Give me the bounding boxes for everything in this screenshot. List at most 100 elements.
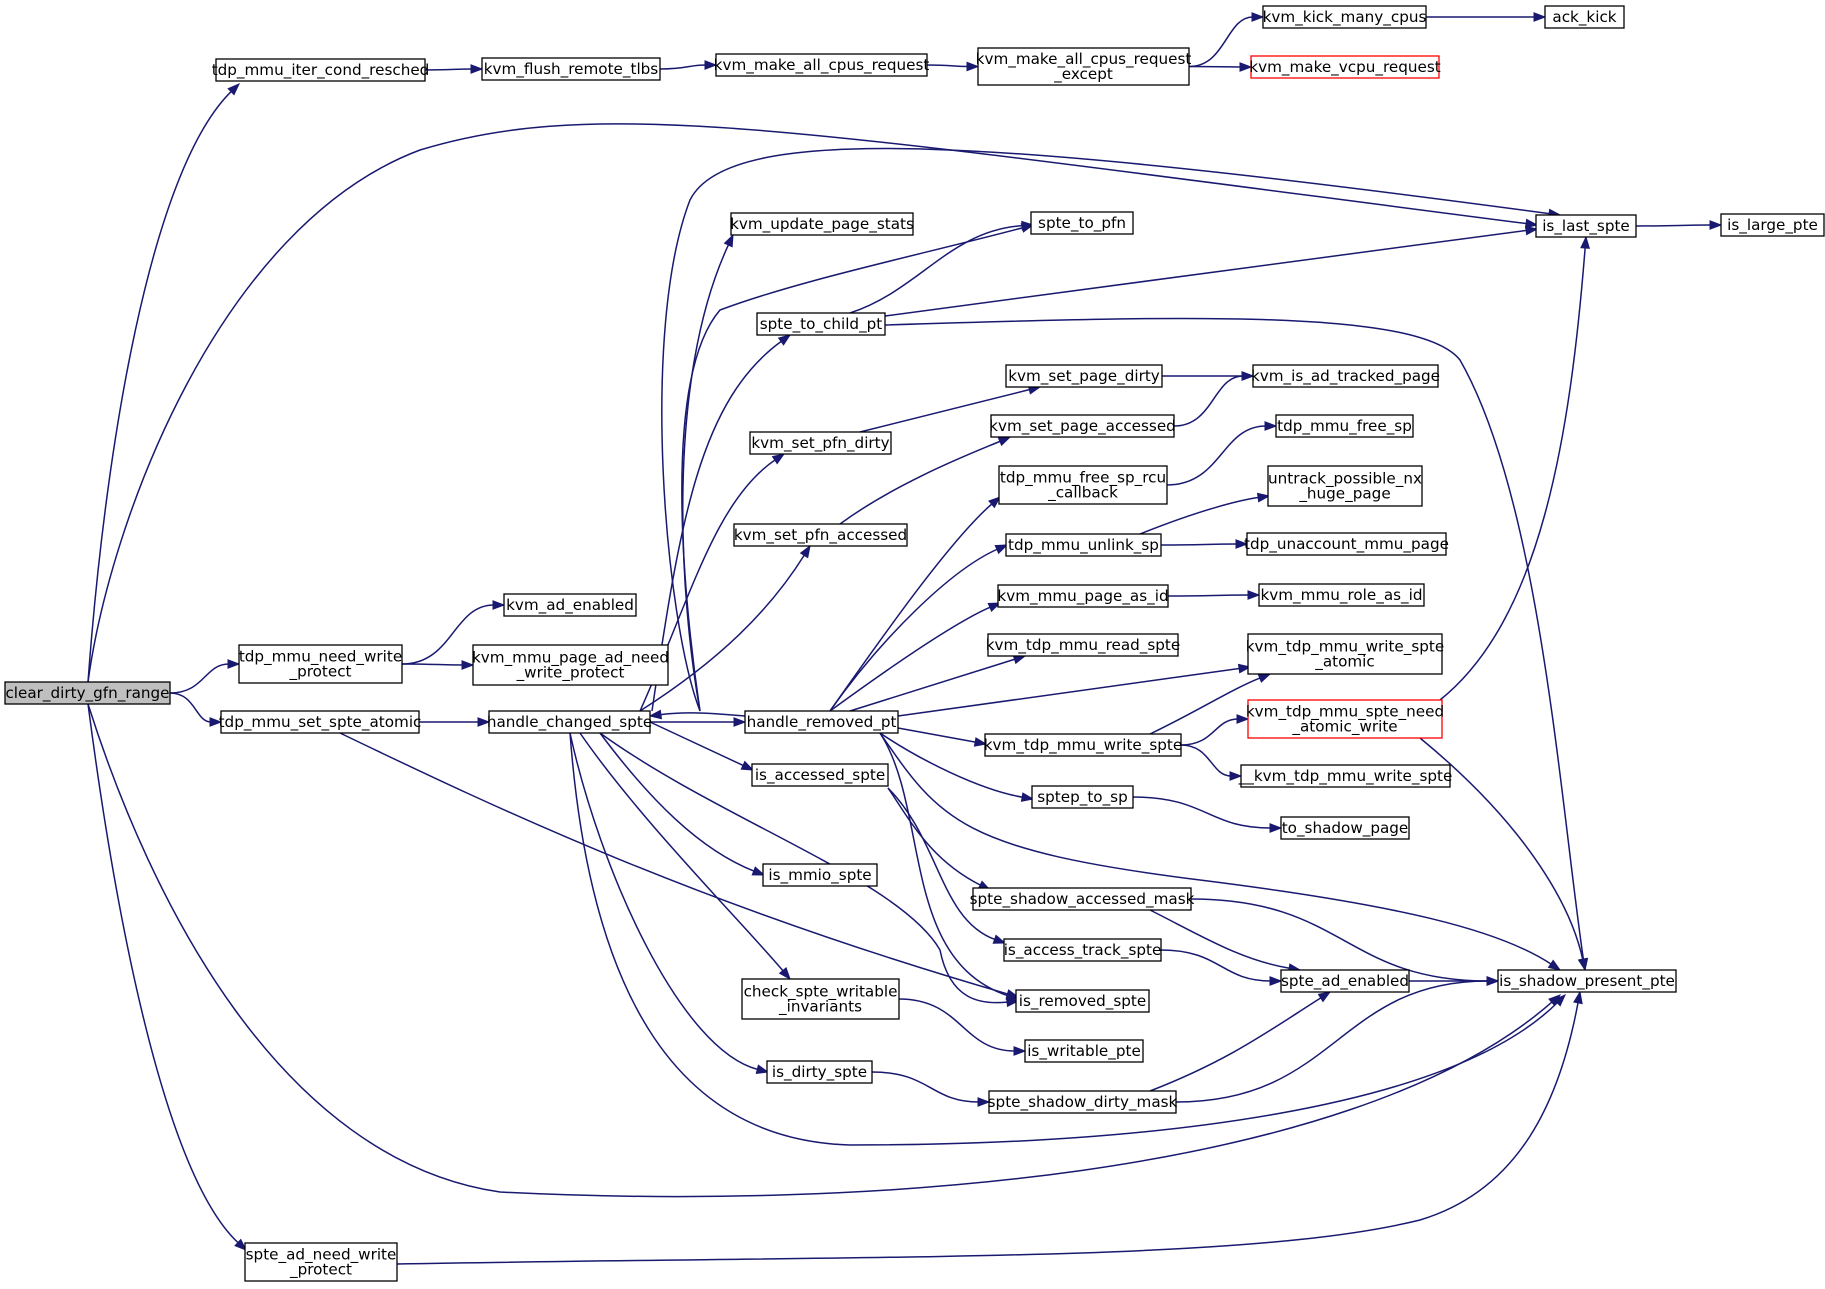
- node-kvm-mmu-role-as-id[interactable]: kvm_mmu_role_as_id: [1258, 583, 1425, 607]
- edge-spte_ad_need_write_protect-to-is_shadow_present_pte: [396, 990, 1583, 1265]
- node-label: is_shadow_present_pte: [1499, 972, 1675, 991]
- node-tdp-mmu-unlink-sp[interactable]: tdp_mmu_unlink_sp: [1005, 533, 1162, 557]
- edge-spte_shadow_dirty_mask-to-spte_ad_enabled: [1149, 991, 1332, 1092]
- node---kvm-tdp-mmu-write-spte[interactable]: __kvm_tdp_mmu_write_spte: [1238, 764, 1453, 788]
- node-label: sptep_to_sp: [1037, 788, 1127, 807]
- node-handle-changed-spte[interactable]: handle_changed_spte: [487, 710, 652, 734]
- edge-kvm_tdp_mmu_write_spte-to-__kvm_tdp_mmu_write_spte: [1180, 744, 1243, 781]
- edge-check_spte_writable_invariants-to-is_writable_pte: [898, 998, 1027, 1056]
- edge-kvm_make_all_cpus_request_except-to-kvm_make_vcpu_request: [1188, 62, 1253, 72]
- node-handle-removed-pt[interactable]: handle_removed_pt: [744, 710, 899, 734]
- edge-handle_removed_pt-to-tdp_mmu_free_sp_rcu_callback: [829, 496, 1002, 712]
- node-kvm-update-page-stats[interactable]: kvm_update_page_stats: [730, 212, 914, 236]
- node-label: is_last_spte: [1542, 217, 1630, 236]
- node-label: __kvm_tdp_mmu_write_spte: [1238, 767, 1453, 786]
- node-ack-kick[interactable]: ack_kick: [1544, 5, 1625, 29]
- node-label: kvm_set_pfn_accessed: [734, 526, 907, 545]
- node-check-spte-writable-invariants[interactable]: check_spte_writable_invariants: [741, 978, 900, 1020]
- node-kvm-flush-remote-tlbs[interactable]: kvm_flush_remote_tlbs: [481, 57, 661, 81]
- edge-clear_dirty_gfn_range-to-tdp_mmu_set_spte_atomic: [169, 692, 223, 727]
- edge-kvm_tdp_mmu_spte_need_atomic_write-to-is_shadow_present_pte: [1419, 737, 1588, 972]
- node-kvm-set-pfn-dirty[interactable]: kvm_set_pfn_dirty: [749, 431, 892, 455]
- node-is-last-spte[interactable]: is_last_spte: [1535, 214, 1637, 238]
- node-label: _huge_page: [1298, 485, 1390, 504]
- node-tdp-mmu-free-sp[interactable]: tdp_mmu_free_sp: [1275, 414, 1414, 438]
- node-is-access-track-spte[interactable]: is_access_track_spte: [1003, 938, 1162, 962]
- node-clear-dirty-gfn-range[interactable]: clear_dirty_gfn_range: [4, 681, 171, 705]
- node-label: tdp_mmu_free_sp_rcu: [1000, 469, 1166, 488]
- edge-handle_changed_spte-to-handle_removed_pt: [650, 717, 747, 727]
- node-spte-ad-need-write-protect[interactable]: spte_ad_need_write_protect: [244, 1242, 398, 1282]
- edge-handle_removed_pt-to-kvm_tdp_mmu_write_spte_atomic: [897, 663, 1252, 717]
- node-label: kvm_make_all_cpus_request: [714, 56, 930, 75]
- edge-handle_changed_spte-to-is_accessed_spte: [649, 721, 755, 771]
- edge-is_accessed_spte-to-spte_shadow_accessed_mask: [887, 787, 992, 891]
- node-spte-shadow-dirty-mask[interactable]: spte_shadow_dirty_mask: [988, 1090, 1178, 1114]
- node-is-removed-spte[interactable]: is_removed_spte: [1015, 989, 1150, 1013]
- node-kvm-ad-enabled[interactable]: kvm_ad_enabled: [503, 593, 637, 617]
- edge-handle_changed_spte-to-kvm_update_page_stats: [682, 233, 734, 712]
- node-label: kvm_flush_remote_tlbs: [484, 60, 659, 79]
- node-is-writable-pte[interactable]: is_writable_pte: [1024, 1039, 1144, 1063]
- node-kvm-tdp-mmu-read-spte[interactable]: kvm_tdp_mmu_read_spte: [986, 633, 1180, 657]
- edge-handle_changed_spte-to-is_dirty_spte: [569, 732, 770, 1074]
- node-spte-ad-enabled[interactable]: spte_ad_enabled: [1280, 969, 1410, 993]
- node-label: spte_shadow_accessed_mask: [970, 890, 1195, 909]
- node-is-mmio-spte[interactable]: is_mmio_spte: [762, 863, 878, 887]
- node-tdp-mmu-free-sp-rcu-callback[interactable]: tdp_mmu_free_sp_rcu_callback: [998, 465, 1168, 505]
- node-kvm-tdp-mmu-write-spte-atomic[interactable]: kvm_tdp_mmu_write_spte_atomic: [1246, 633, 1444, 675]
- node-label: kvm_set_page_dirty: [1008, 367, 1160, 386]
- node-kvm-mmu-page-as-id[interactable]: kvm_mmu_page_as_id: [997, 584, 1169, 608]
- node-label: kvm_mmu_page_ad_need: [472, 649, 669, 668]
- node-spte-to-pfn[interactable]: spte_to_pfn: [1030, 211, 1134, 235]
- node-tdp-unaccount-mmu-page[interactable]: tdp_unaccount_mmu_page: [1244, 532, 1449, 556]
- node-sptep-to-sp[interactable]: sptep_to_sp: [1031, 785, 1134, 809]
- edge-clear_dirty_gfn_range-to-tdp_mmu_iter_cond_resched: [87, 83, 241, 683]
- edge-spte_shadow_dirty_mask-to-is_shadow_present_pte: [1175, 976, 1500, 1103]
- edge-kvm_set_page_accessed-to-kvm_is_ad_tracked_page: [1173, 371, 1255, 427]
- node-label: spte_shadow_dirty_mask: [988, 1093, 1178, 1112]
- edge-tdp_mmu_unlink_sp-to-tdp_unaccount_mmu_page: [1160, 539, 1249, 549]
- node-label: kvm_update_page_stats: [730, 215, 914, 234]
- node-spte-shadow-accessed-mask[interactable]: spte_shadow_accessed_mask: [970, 887, 1195, 911]
- node-kvm-mmu-page-ad-need-write-protect[interactable]: kvm_mmu_page_ad_need_write_protect: [472, 644, 669, 686]
- node-tdp-mmu-iter-cond-resched[interactable]: tdp_mmu_iter_cond_resched: [212, 58, 430, 82]
- node-kvm-make-vcpu-request[interactable]: kvm_make_vcpu_request: [1249, 55, 1441, 79]
- node-kvm-tdp-mmu-write-spte[interactable]: kvm_tdp_mmu_write_spte: [984, 733, 1182, 757]
- node-label: spte_to_pfn: [1038, 214, 1126, 233]
- node-tdp-mmu-set-spte-atomic[interactable]: tdp_mmu_set_spte_atomic: [219, 710, 422, 734]
- edge-handle_removed_pt-to-is_shadow_present_pte: [879, 732, 1562, 971]
- edge-spte_to_child_pt-to-spte_to_pfn: [849, 220, 1035, 314]
- node-kvm-make-all-cpus-request-except[interactable]: kvm_make_all_cpus_request_except: [976, 47, 1192, 86]
- node-kvm-tdp-mmu-spte-need-atomic-write[interactable]: kvm_tdp_mmu_spte_need_atomic_write: [1246, 699, 1444, 739]
- edge-kvm_tdp_mmu_spte_need_atomic_write-to-is_last_spte: [1439, 235, 1591, 701]
- node-is-dirty-spte[interactable]: is_dirty_spte: [766, 1060, 873, 1084]
- node-is-accessed-spte[interactable]: is_accessed_spte: [751, 763, 889, 787]
- node-is-shadow-present-pte[interactable]: is_shadow_present_pte: [1497, 969, 1677, 993]
- edge-handle_changed_spte-to-spte_to_pfn: [681, 223, 1035, 712]
- node-kvm-set-page-accessed[interactable]: kvm_set_page_accessed: [989, 414, 1176, 438]
- node-kvm-is-ad-tracked-page[interactable]: kvm_is_ad_tracked_page: [1251, 364, 1440, 388]
- edge-clear_dirty_gfn_range-to-tdp_mmu_need_write_protect: [169, 659, 241, 694]
- node-tdp-mmu-need-write-protect[interactable]: tdp_mmu_need_write_protect: [238, 644, 403, 684]
- node-label: _atomic_write: [1291, 718, 1397, 737]
- node-kvm-set-pfn-accessed[interactable]: kvm_set_pfn_accessed: [733, 523, 908, 547]
- node-label: spte_to_child_pt: [760, 315, 883, 334]
- edge-kvm_tdp_mmu_write_spte-to-kvm_tdp_mmu_spte_need_atomic_write: [1180, 714, 1250, 746]
- edge-handle_removed_pt-to-kvm_mmu_page_as_id: [829, 602, 1002, 712]
- node-label: is_mmio_spte: [768, 866, 871, 885]
- node-untrack-possible-nx-huge-page[interactable]: untrack_possible_nx_huge_page: [1267, 465, 1423, 507]
- node-label: kvm_is_ad_tracked_page: [1251, 367, 1440, 386]
- node-label: kvm_tdp_mmu_read_spte: [986, 636, 1180, 655]
- edge-tdp_mmu_free_sp_rcu_callback-to-tdp_mmu_free_sp: [1166, 421, 1278, 486]
- edge-handle_changed_spte-to-spte_to_child_pt: [651, 334, 792, 712]
- node-to-shadow-page[interactable]: to_shadow_page: [1280, 816, 1410, 840]
- edge-kvm_kick_many_cpus-to-ack_kick: [1426, 12, 1547, 22]
- node-spte-to-child-pt[interactable]: spte_to_child_pt: [756, 312, 886, 336]
- node-kvm-kick-many-cpus[interactable]: kvm_kick_many_cpus: [1262, 5, 1427, 29]
- node-kvm-make-all-cpus-request[interactable]: kvm_make_all_cpus_request: [714, 53, 930, 77]
- node-is-large-pte[interactable]: is_large_pte: [1720, 213, 1825, 237]
- edge-kvm_make_all_cpus_request-to-kvm_make_all_cpus_request_except: [926, 61, 980, 72]
- node-kvm-set-page-dirty[interactable]: kvm_set_page_dirty: [1005, 364, 1163, 388]
- node-label: is_dirty_spte: [772, 1063, 867, 1082]
